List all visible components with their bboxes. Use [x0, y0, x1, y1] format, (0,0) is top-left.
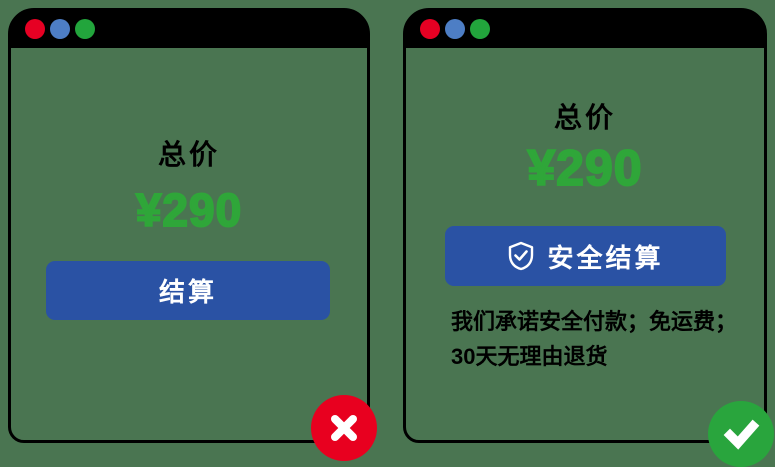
window-close-dot-icon[interactable] [420, 19, 440, 39]
assurance-line-2: 30天无理由退货 [451, 344, 608, 369]
price-value: ¥290 [135, 183, 243, 237]
left-browser-window: 总价 ¥290 结算 [8, 8, 377, 461]
right-titlebar [405, 10, 765, 48]
window-maximize-dot-icon[interactable] [470, 19, 490, 39]
secure-checkout-button-label: 安全结算 [547, 242, 664, 273]
window-minimize-dot-icon[interactable] [445, 19, 465, 39]
window-maximize-dot-icon[interactable] [75, 19, 95, 39]
shield-check-icon [509, 241, 534, 271]
success-badge [708, 401, 774, 467]
checkout-button[interactable]: 结算 [46, 261, 330, 320]
cross-icon [331, 415, 357, 441]
left-titlebar [10, 10, 368, 48]
check-icon [723, 419, 760, 450]
total-price-label: 总价 [553, 102, 616, 133]
error-badge [311, 395, 377, 461]
right-browser-window: 总价 ¥290 安全结算 我们承诺安全付款；免运费； 30天无理由退货 [403, 8, 774, 467]
checkout-button-label: 结算 [158, 277, 217, 307]
assurance-line-1: 我们承诺安全付款；免运费； [451, 309, 738, 334]
window-close-dot-icon[interactable] [25, 19, 45, 39]
secure-checkout-button[interactable]: 安全结算 [445, 226, 726, 286]
assurance-text: 我们承诺安全付款；免运费； 30天无理由退货 [451, 304, 741, 374]
price-value: ¥290 [526, 139, 643, 197]
window-minimize-dot-icon[interactable] [50, 19, 70, 39]
total-price-label: 总价 [157, 139, 220, 170]
